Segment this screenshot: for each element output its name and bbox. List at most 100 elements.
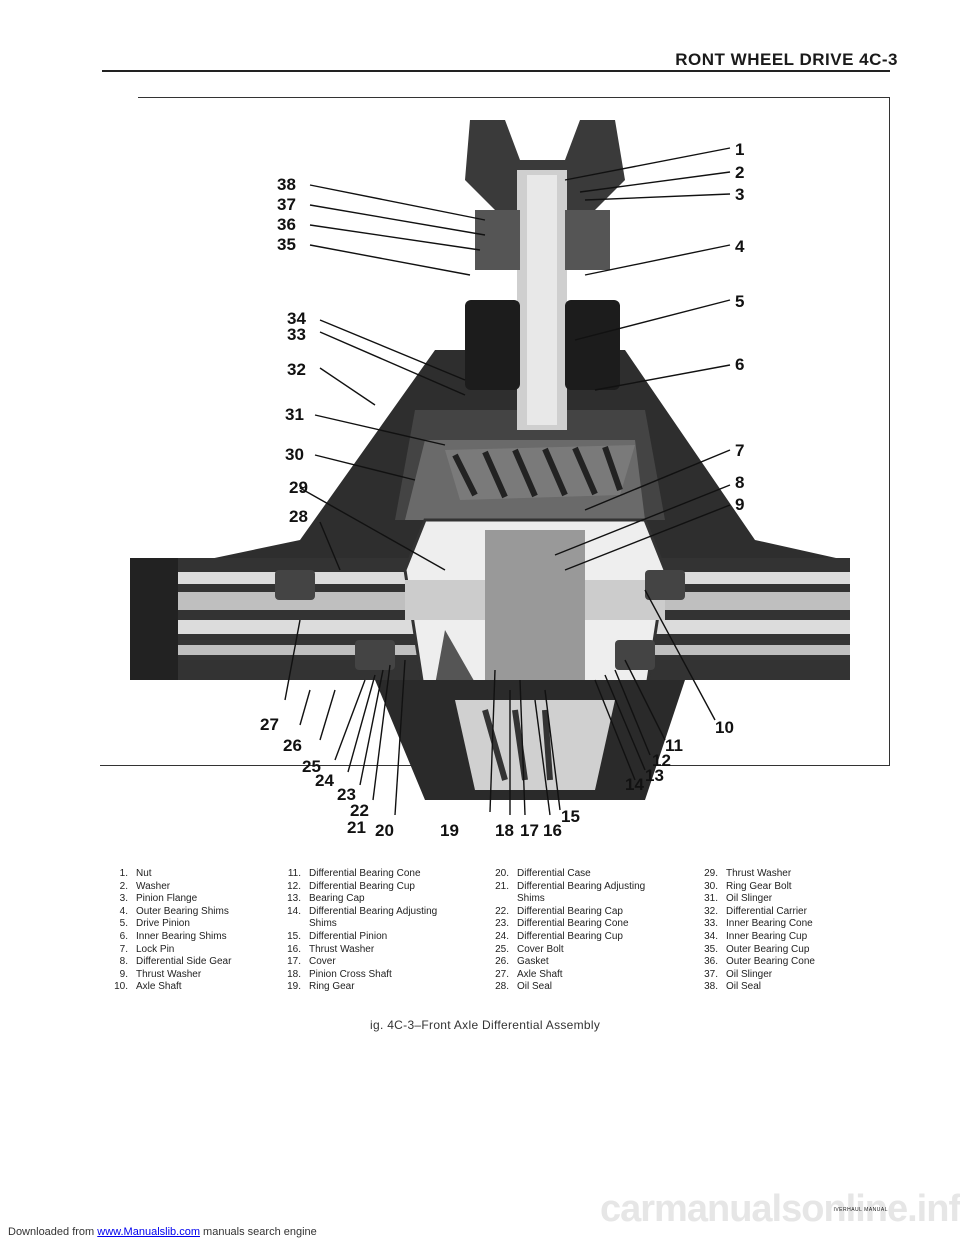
legend-item: 2.Washer — [119, 880, 171, 892]
pinion-flange — [465, 120, 625, 430]
frame-right-border — [889, 97, 890, 765]
legend-item: 26.Gasket — [495, 956, 549, 968]
callout-9: 9 — [735, 495, 744, 514]
callout-3: 3 — [735, 185, 744, 204]
legend-item: 10.Axle Shaft — [114, 981, 182, 993]
manual-footer: IVERHAUL MANUAL — [833, 1207, 888, 1213]
legend-item: 5.Drive Pinion — [119, 918, 190, 930]
callout-24: 24 — [315, 771, 334, 790]
legend-item: 7.Lock Pin — [119, 943, 175, 955]
frame-top-border — [138, 97, 890, 98]
legend-item: 17.Cover — [287, 956, 336, 968]
legend-item: Shims — [309, 918, 337, 930]
legend-item: 9.Thrust Washer — [119, 968, 202, 980]
pinion-bearings — [465, 210, 620, 390]
callout-7: 7 — [735, 441, 744, 460]
legend-item: 34.Inner Bearing Cup — [704, 930, 808, 942]
manualslib-link[interactable]: www.Manualslib.com — [97, 1226, 200, 1238]
callout-28: 28 — [289, 507, 308, 526]
legend-item: 8.Differential Side Gear — [119, 956, 232, 968]
callout-2: 2 — [735, 163, 744, 182]
header-rule — [102, 70, 890, 72]
legend-item: 37.Oil Slinger — [704, 968, 773, 980]
legend-column-1: 1.Nut 2.Washer 3.Pinion Flange 4.Outer B… — [110, 868, 231, 994]
legend-item: 31.Oil Slinger — [704, 893, 773, 905]
callout-36: 36 — [277, 215, 296, 234]
callout-14: 14 — [625, 775, 644, 794]
side-bearings — [275, 570, 685, 670]
legend-item: 19.Ring Gear — [287, 981, 355, 993]
callout-5: 5 — [735, 292, 744, 311]
callout-34: 34 — [287, 309, 306, 328]
legend-item: 20.Differential Case — [495, 868, 591, 879]
callout-35: 35 — [277, 235, 296, 254]
callout-33: 33 — [287, 325, 306, 344]
legend-item: 6.Inner Bearing Shims — [119, 930, 227, 942]
legend-item: 1.Nut — [119, 868, 152, 879]
ring-gear — [445, 445, 635, 500]
callout-18: 18 — [495, 821, 514, 840]
callout-32: 32 — [287, 360, 306, 379]
legend-item: 13.Bearing Cap — [287, 893, 365, 905]
callout-11: 11 — [665, 736, 683, 755]
header-title: RONT WHEEL DRIVE 4C-3 — [675, 50, 898, 69]
callout-26: 26 — [283, 736, 302, 755]
legend-item: 24.Differential Bearing Cup — [495, 930, 623, 942]
callout-38: 38 — [277, 175, 296, 194]
legend-column-3: 20.Differential Case 21.Differential Bea… — [491, 868, 645, 994]
download-prefix: Downloaded from — [8, 1226, 98, 1238]
legend-item: Shims — [517, 893, 545, 905]
callout-10: 10 — [715, 718, 734, 737]
legend-item: 30.Ring Gear Bolt — [704, 880, 792, 892]
legend-item: 23.Differential Bearing Cone — [495, 918, 629, 930]
differential-cutaway-diagram: 1 2 3 4 5 6 7 8 9 10 11 12 13 14 15 16 1… — [130, 120, 850, 840]
legend-item: 11.Differential Bearing Cone — [287, 868, 421, 879]
callout-1: 1 — [735, 140, 744, 159]
callout-29: 29 — [289, 478, 308, 497]
callout-17: 17 — [520, 821, 539, 840]
legend-item: 35.Outer Bearing Cup — [704, 943, 810, 955]
callout-22: 22 — [350, 801, 369, 820]
callout-31: 31 — [285, 405, 304, 424]
callout-21: 21 — [347, 818, 366, 837]
callout-16: 16 — [543, 821, 562, 840]
legend-item: 33.Inner Bearing Cone — [704, 918, 813, 930]
legend-item: 15.Differential Pinion — [287, 930, 388, 942]
callout-12: 12 — [652, 751, 671, 770]
callout-4: 4 — [735, 237, 745, 256]
legend-item: 3.Pinion Flange — [119, 893, 198, 905]
callout-15: 15 — [561, 807, 580, 826]
callout-6: 6 — [735, 355, 744, 374]
figure-caption: ig. 4C-3–Front Axle Differential Assembl… — [370, 1018, 601, 1032]
download-suffix: manuals search engine — [199, 1226, 317, 1238]
callout-8: 8 — [735, 473, 744, 492]
legend-column-2: 11.Differential Bearing Cone 12.Differen… — [283, 868, 437, 994]
legend-item: 38.Oil Seal — [704, 981, 762, 993]
legend-item: 18.Pinion Cross Shaft — [287, 968, 392, 980]
callout-30: 30 — [285, 445, 304, 464]
callout-25: 25 — [302, 757, 321, 776]
legend-item: 14.Differential Bearing Adjusting — [287, 905, 438, 917]
legend-column-4: 29.Thrust Washer 30.Ring Gear Bolt 31.Oi… — [700, 868, 815, 994]
callout-13: 13 — [645, 766, 664, 785]
legend-item: 27.Axle Shaft — [495, 968, 563, 980]
callout-37: 37 — [277, 195, 296, 214]
callout-20: 20 — [375, 821, 394, 840]
legend-item: 25.Cover Bolt — [495, 943, 564, 955]
legend-item: 36.Outer Bearing Cone — [704, 956, 815, 968]
legend-item: 21.Differential Bearing Adjusting — [495, 880, 646, 892]
callout-19: 19 — [440, 821, 459, 840]
legend-item: 22.Differential Bearing Cap — [495, 905, 623, 917]
download-footer: Downloaded from www.Manualslib.com manua… — [8, 1226, 317, 1238]
legend-item: 12.Differential Bearing Cup — [287, 880, 415, 892]
leader-lines — [284, 147, 731, 816]
legend-item: 16.Thrust Washer — [287, 943, 375, 955]
legend-item: 4.Outer Bearing Shims — [119, 905, 229, 917]
callout-23: 23 — [337, 785, 356, 804]
legend-item: 29.Thrust Washer — [704, 868, 792, 879]
legend-item: 32.Differential Carrier — [704, 905, 807, 917]
callout-27: 27 — [260, 715, 279, 734]
callout-labels: 1 2 3 4 5 6 7 8 9 10 11 12 13 14 15 16 1… — [260, 140, 745, 840]
watermark: carmanualsonline.info — [600, 1188, 960, 1230]
legend-item: 28.Oil Seal — [495, 981, 553, 993]
